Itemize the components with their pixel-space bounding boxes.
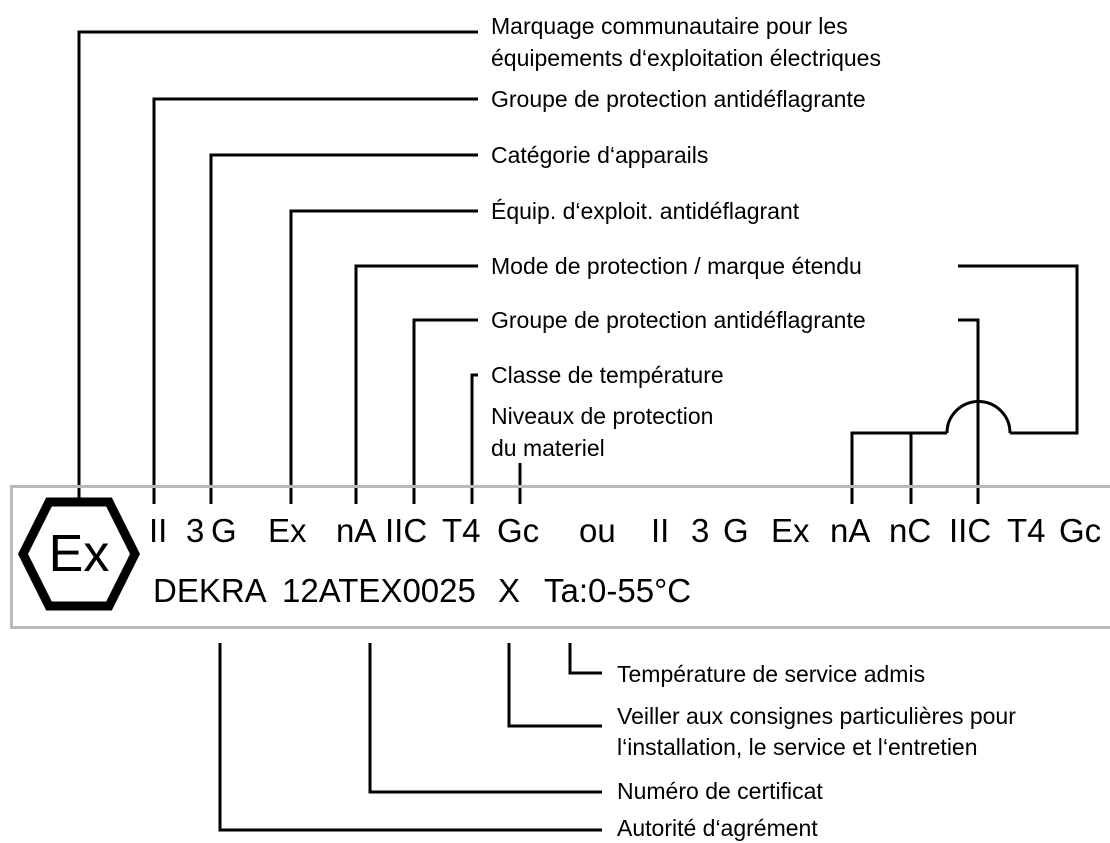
leader-autorite <box>218 643 602 832</box>
mark-dekra: DEKRA <box>153 572 267 609</box>
mark-x: X <box>498 572 521 609</box>
ex-logo-text: Ex <box>49 525 110 583</box>
label-equip: Équip. d‘exploit. antidéflagrant <box>491 198 800 224</box>
mark-na: nA <box>336 512 377 549</box>
label-numero: Numéro de certificat <box>617 778 823 804</box>
leader-groupe-2 <box>412 318 478 504</box>
label-niveaux-2: du materiel <box>491 435 605 461</box>
mark-g: G <box>211 512 237 549</box>
leader-numero <box>368 643 602 794</box>
leader-veiller <box>507 643 602 728</box>
label-groupe-1: Groupe de protection antidéflagrante <box>491 86 866 112</box>
label-marquage: Marquage communautaire pour les <box>491 13 848 39</box>
leader-categorie <box>209 153 478 504</box>
leader-mode-right <box>958 264 1079 435</box>
label-groupe-2: Groupe de protection antidéflagrante <box>491 307 866 333</box>
leader-equip <box>289 209 478 504</box>
mark-t4: T4 <box>442 512 481 549</box>
mark-ii-alt: II <box>651 512 670 549</box>
mark-ta: Ta:0-55°C <box>544 572 692 609</box>
label-niveaux: Niveaux de protection <box>491 403 714 429</box>
mark-nc: nC <box>889 512 932 549</box>
label-temp-service: Température de service admis <box>617 661 926 687</box>
mark-ou: ou <box>579 512 616 549</box>
label-veiller: Veiller aux consignes particulières pour <box>617 703 1016 729</box>
leader-groupe-2-right <box>958 318 980 504</box>
mark-iic-alt: IIC <box>949 512 992 549</box>
ex-hexagon-icon: Ex <box>18 497 140 611</box>
leader-temp-service <box>568 643 602 675</box>
marking-box <box>10 485 1110 629</box>
leader-classe <box>470 373 478 504</box>
leader-na-nc <box>850 431 947 504</box>
mark-ii: II <box>149 512 168 549</box>
mark-ex-alt: Ex <box>771 512 810 549</box>
leader-groupe-1 <box>152 97 478 504</box>
leader-marquage <box>77 30 478 504</box>
leader-mode <box>354 264 478 504</box>
label-marquage-2: équipements d‘exploitation électriques <box>491 45 881 71</box>
label-autorite: Autorité d‘agrément <box>617 815 818 841</box>
mark-g-alt: G <box>723 512 749 549</box>
mark-gc-alt: Gc <box>1059 512 1102 549</box>
label-categorie: Catégorie d‘apparails <box>491 142 709 168</box>
mark-ex: Ex <box>268 512 307 549</box>
mark-iic: IIC <box>385 512 428 549</box>
label-classe: Classe de température <box>491 362 724 388</box>
label-veiller-2: l‘installation, le service et l‘entretie… <box>617 734 978 760</box>
mark-certificate: 12ATEX0025 <box>282 572 476 609</box>
mark-t4-alt: T4 <box>1007 512 1046 549</box>
mark-gc: Gc <box>497 512 540 549</box>
mark-3: 3 <box>186 512 205 549</box>
label-mode: Mode de protection / marque étendu <box>491 253 862 279</box>
mark-3-alt: 3 <box>691 512 710 549</box>
mark-na-alt: nA <box>830 512 871 549</box>
